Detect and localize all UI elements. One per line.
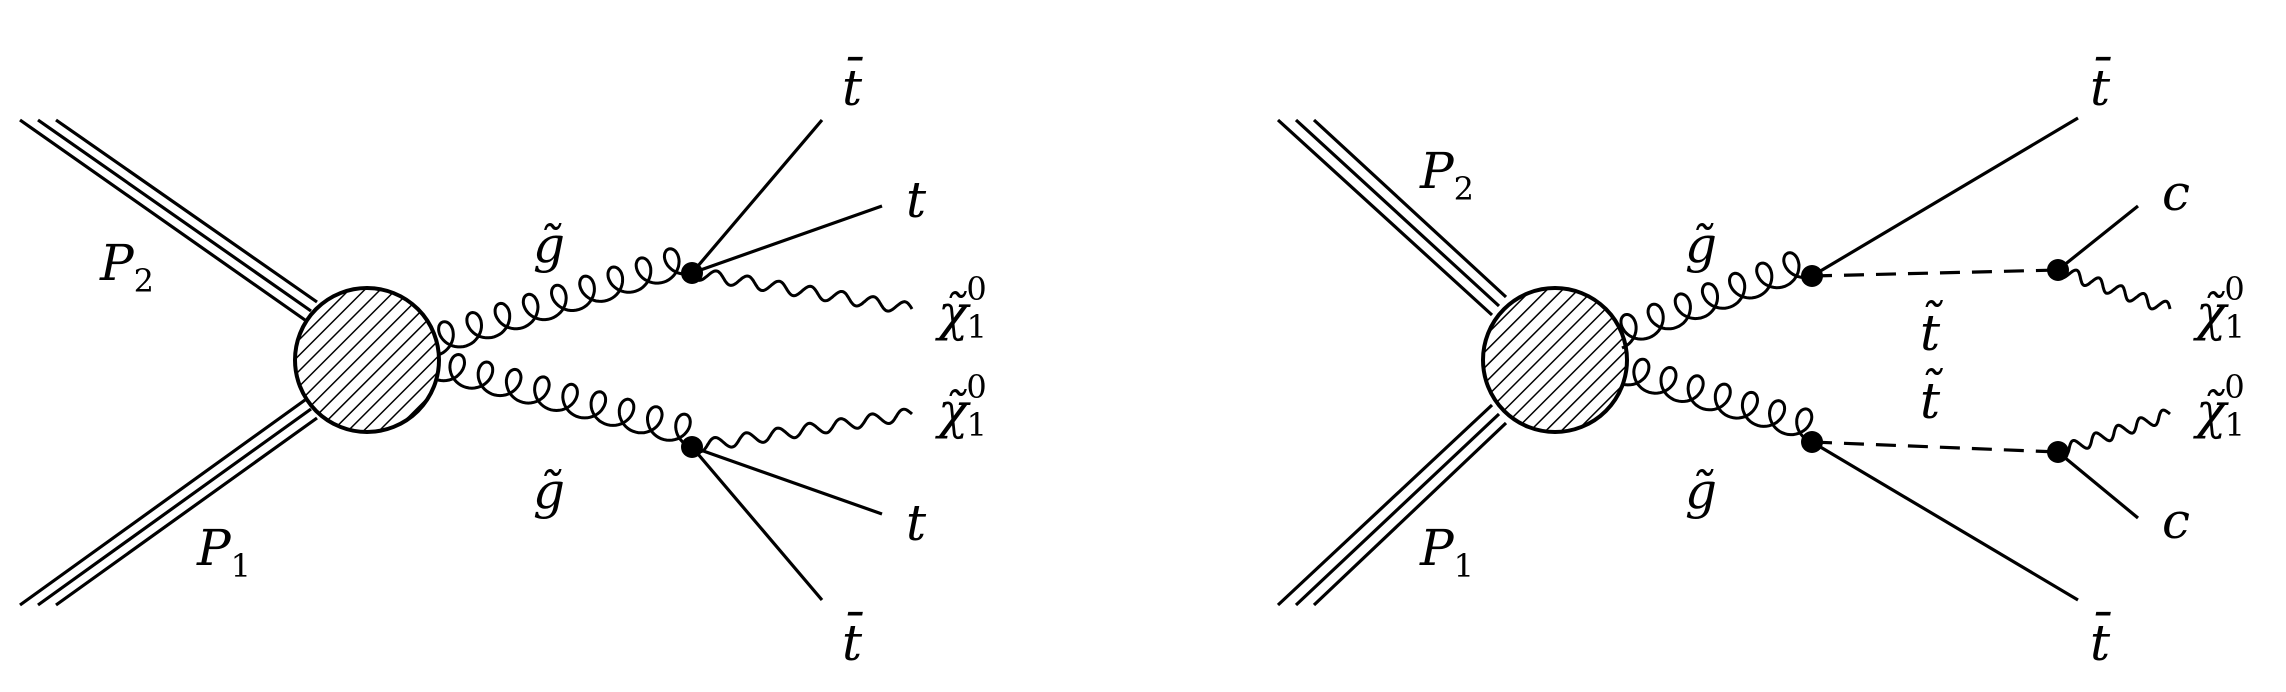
gluino-vertex-bottom: [1801, 431, 1823, 453]
label-stop-bottom: t̃: [1920, 368, 1943, 430]
label-p1: P1: [196, 519, 251, 585]
gluino-line-bottom: [1621, 357, 1814, 444]
tbar-line-top: [690, 118, 824, 275]
label-gluino-bottom: g̃: [533, 462, 565, 520]
hatched-interaction-blob: [293, 286, 441, 434]
t-line-bottom: [691, 445, 883, 516]
c-line-top: [2057, 204, 2139, 272]
neutralino-line-top: [690, 269, 914, 313]
proton-beam-p2: [1276, 118, 1508, 317]
label-p2: P2: [1419, 142, 1474, 208]
t-line-top: [691, 204, 883, 275]
label-tbar-bottom: t̄: [842, 611, 863, 672]
decay-vertex-top: [681, 262, 703, 284]
label-p1: P1: [1419, 519, 1474, 585]
label-gluino-top: g̃: [1685, 216, 1717, 274]
hatched-interaction-blob: [1481, 286, 1629, 434]
decay-vertex-bottom: [681, 436, 703, 458]
label-tbar-bottom: t̄: [2090, 611, 2111, 672]
c-line-bottom: [2056, 450, 2140, 520]
stop-line-bottom: [1811, 440, 2059, 454]
neutralino-line-top: [2056, 268, 2172, 311]
tbar-line-bottom: [690, 445, 824, 602]
label-t-bottom: t: [906, 494, 927, 552]
gluino-line-top: [1619, 251, 1813, 350]
tbar-line-bottom: [1811, 440, 2079, 602]
stop-line-top: [1811, 268, 2059, 278]
neutralino-line-bottom: [690, 407, 914, 454]
label-p2: P2: [99, 234, 154, 300]
label-tbar-top: t̄: [2090, 56, 2111, 117]
label-stop-top: t̃: [1920, 300, 1943, 362]
gluino-line-top: [437, 247, 693, 357]
tbar-line-top: [1811, 116, 2079, 278]
proton-beam-p2: [19, 118, 318, 322]
label-t-top: t: [906, 171, 927, 229]
stop-vertex-bottom: [2047, 441, 2069, 463]
gluino-line-bottom: [437, 352, 693, 449]
stop-vertex-top: [2047, 259, 2069, 281]
label-c-top: c: [2162, 164, 2190, 222]
label-gluino-top: g̃: [533, 216, 565, 274]
label-gluino-bottom: g̃: [1685, 462, 1717, 520]
label-tbar-top: t̄: [842, 56, 863, 117]
label-c-bottom: c: [2162, 492, 2190, 550]
proton-beam-p1: [19, 398, 318, 607]
proton-beam-p1: [1276, 403, 1508, 607]
gluino-vertex-top: [1801, 265, 1823, 287]
neutralino-line-bottom: [2057, 408, 2171, 458]
